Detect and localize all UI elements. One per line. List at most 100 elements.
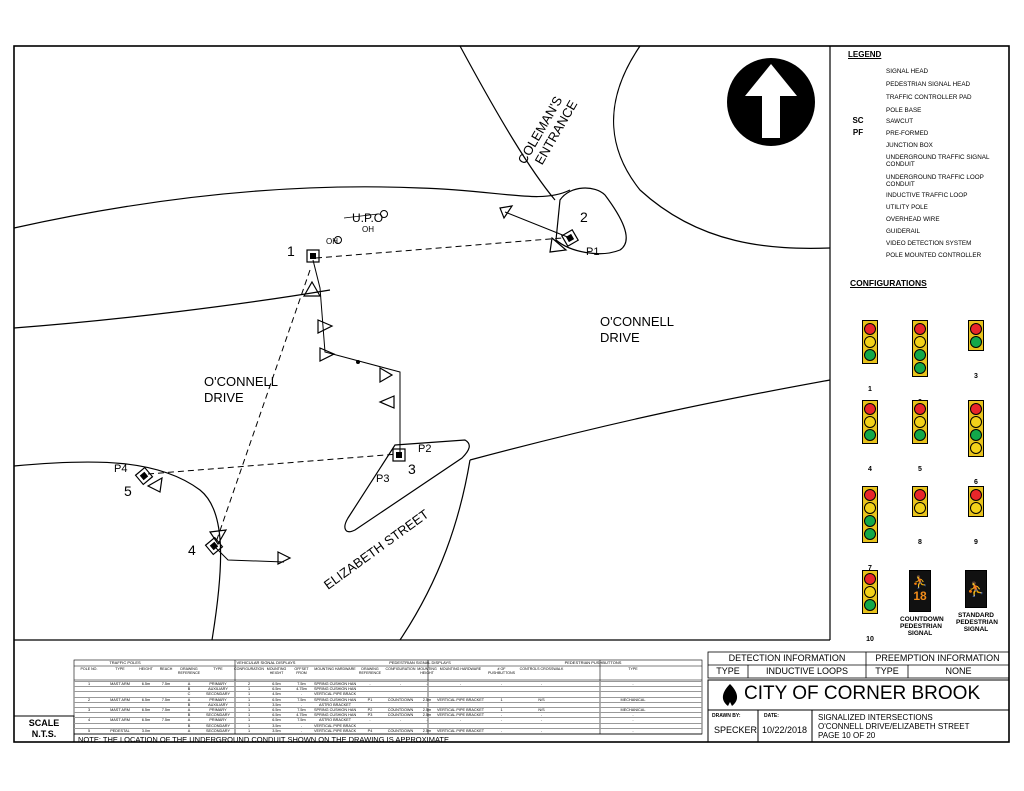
traffic-signal-icon <box>862 400 878 444</box>
table-column-header: TYPE <box>213 667 223 671</box>
table-cell: 7.5m <box>161 682 171 686</box>
date-value: 10/22/2018 <box>762 725 808 735</box>
table-cell: - <box>300 728 303 733</box>
table-cell: B <box>187 702 191 707</box>
utility-label-oh: OH <box>326 237 338 246</box>
table-cell: P1 <box>367 697 373 702</box>
table-cell: C <box>187 692 191 697</box>
table-cell: 2.5m <box>422 697 432 702</box>
table-cell: 7.5m <box>297 718 306 723</box>
table-column-header: MOUNTING HEIGHT <box>417 667 437 675</box>
table-cell: - <box>500 713 503 718</box>
table-cell: 1 <box>247 718 251 723</box>
table-cell: 7.5m <box>297 708 306 712</box>
detection-frame <box>707 651 1010 679</box>
drawn-by-value: SPECKER <box>714 725 758 735</box>
street-label-oconnell-right-2: DRIVE <box>600 330 640 345</box>
table-cell: P4 <box>367 728 373 733</box>
table-cell: 4.75m <box>296 687 307 692</box>
table-cell: A <box>187 718 191 723</box>
table-group-header: TRAFFIC POLES <box>109 660 141 665</box>
table-cell: - <box>300 702 303 707</box>
configuration-12: ⛹STANDARD PEDESTRIAN SIGNAL <box>956 570 998 633</box>
configurations-title: CONFIGURATIONS <box>850 278 927 288</box>
table-cell: 3.5m <box>272 702 281 707</box>
table-cell: 4.5m <box>272 692 281 697</box>
configuration-3: 3 <box>956 320 996 380</box>
detection-title: DETECTION INFORMATION <box>728 653 846 663</box>
table-cell: B <box>187 687 191 692</box>
configuration-label: COUNTDOWN PEDESTRIAN SIGNAL <box>900 616 944 637</box>
legend-item-label: OVERHEAD WIRE <box>886 216 940 223</box>
table-cell: 7.5m <box>297 697 306 702</box>
table-cell: VERTICAL PIPE BRACKET <box>314 728 356 733</box>
sheet-border <box>13 45 1010 743</box>
table-cell: 4 <box>87 718 91 723</box>
legend-item-label: PRE-FORMED <box>886 130 929 137</box>
table-cell: 7.5m <box>161 708 171 712</box>
table-cell: PRIMARY <box>209 708 227 712</box>
signal-head-icon <box>379 366 394 384</box>
table-cell: - <box>540 713 543 718</box>
table-cell: A <box>187 708 191 712</box>
table-cell: SPRING CUSHION HANGER <box>314 682 356 686</box>
table-cell: 1 <box>247 713 251 718</box>
pole-number-3: 3 <box>408 461 416 477</box>
drawing-title: SIGNALIZED INTERSECTIONS O'CONNELL DRIVE… <box>818 713 969 740</box>
configuration-1: 1 <box>850 320 890 393</box>
table-cell: 1 <box>247 702 251 707</box>
table-column-header: # OF PUSHBUTTONS <box>487 667 516 675</box>
detection-type-value: INDUCTIVE LOOPS <box>765 666 848 676</box>
legend-item-label: UNDERGROUND TRAFFIC LOOP CONDUIT <box>886 174 984 188</box>
pedestrian-signal-head-icon <box>836 79 880 93</box>
table-cell: 1 <box>247 697 251 702</box>
table-cell: VERTICAL PIPE BRACKET <box>314 723 356 728</box>
preemption-type-value: NONE <box>945 666 972 676</box>
table-cell: - <box>632 682 634 686</box>
conduit-1-4 <box>213 269 311 549</box>
table-cell: - <box>426 718 428 723</box>
table-cell: AUXILIARY <box>208 687 228 692</box>
table-cell: COUNTDOWN <box>387 713 414 718</box>
overhead-wire <box>343 213 379 219</box>
title-line-2: O'CONNELL DRIVE/ELIZABETH STREET <box>818 722 970 731</box>
legend-item-label: TRAFFIC CONTROLLER PAD <box>886 94 972 101</box>
scale-value: N.T.S. <box>31 729 57 739</box>
table-cell: MECHANICAL <box>620 708 646 712</box>
legend-item: INDUCTIVE TRAFFIC LOOP <box>832 190 1002 204</box>
table-cell: - <box>540 682 543 686</box>
configuration-10: 10 <box>850 570 890 643</box>
table-cell: 3.5m <box>272 723 281 728</box>
pole-1 <box>306 249 320 263</box>
table-cell: COUNTDOWN <box>387 708 414 712</box>
legend-item: UNDERGROUND TRAFFIC LOOP CONDUIT <box>832 172 1002 188</box>
table-cell: - <box>632 728 634 733</box>
configuration-8: 8 <box>900 486 940 546</box>
table-cell: 6.5m <box>141 718 151 723</box>
table-cell: 7.5m <box>161 697 171 702</box>
legend-item-label: UNDERGROUND TRAFFIC SIGNAL CONDUIT <box>886 154 990 168</box>
street-label-colemans: COLEMAN'S ENTRANCE <box>515 93 581 167</box>
pole-number-5: 5 <box>124 483 132 499</box>
traffic-signal-icon <box>912 400 928 444</box>
preformed-icon: PF <box>852 128 864 137</box>
preemption-type-label: TYPE <box>875 666 899 676</box>
table-cell: PRIMARY <box>209 697 227 702</box>
table-cell: - <box>426 682 428 686</box>
legend-item: POLE BASE <box>832 105 1002 119</box>
road-edge-colemans-west <box>459 45 556 201</box>
road-edge-elizabeth-south <box>310 390 830 640</box>
table-cell: - <box>399 682 402 686</box>
city-logo-icon <box>722 684 738 706</box>
table-cell: 1 <box>247 708 251 712</box>
table-cell: PRIMARY <box>209 718 227 723</box>
org-name: CITY OF CORNER BROOK <box>744 683 981 704</box>
table-group-header: PEDESTRIAN PUSHBUTTONS <box>564 660 622 665</box>
table-cell: 2 <box>87 697 91 702</box>
signal-head-icon <box>277 551 292 565</box>
